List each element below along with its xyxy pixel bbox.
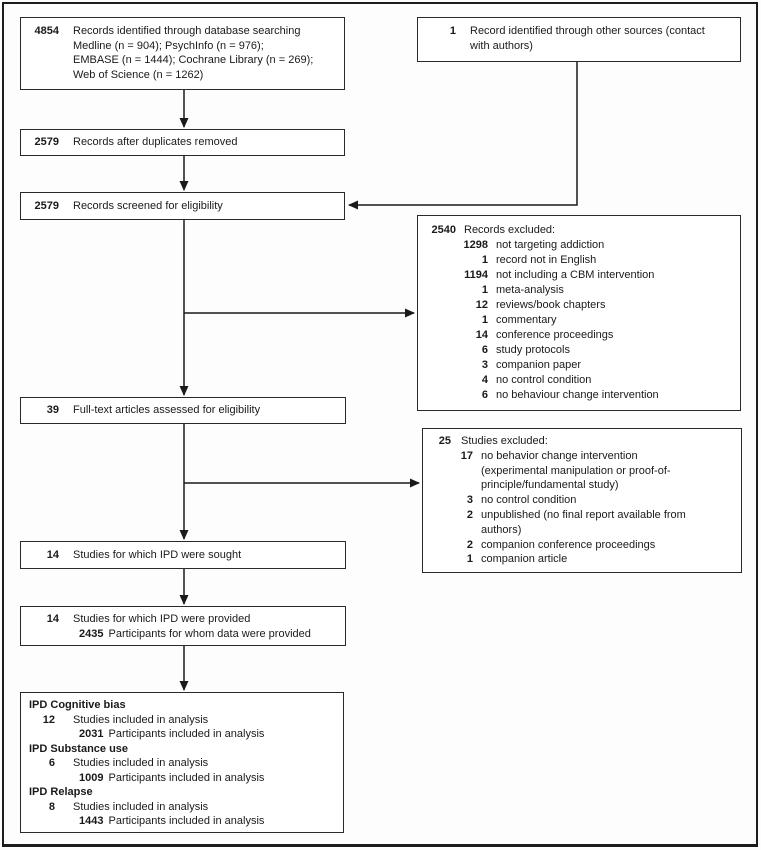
ipd-section-header: IPD Substance use — [29, 742, 129, 755]
fulltext-text: Full-text articles assessed for eligibil… — [73, 404, 261, 417]
records-excluded-count: 2540 — [431, 224, 456, 236]
ipd-section-header: IPD Cognitive bias — [29, 699, 126, 711]
duplicates-removed-count: 2579 — [34, 136, 59, 149]
records-identified-text: Records identified through database sear… — [73, 25, 314, 81]
box-ipd-analysis: IPD Cognitive bias 12 Studies included i… — [20, 692, 344, 833]
excluded-item: 2 companion conference proceedings — [466, 538, 656, 551]
studies-excluded-count: 25 — [438, 435, 451, 447]
excluded-item: 17 no behavior change intervention (expe… — [460, 449, 671, 492]
excluded-item: 4 no control condition — [481, 374, 592, 386]
records-identified-count: 4854 — [34, 25, 59, 37]
excluded-item: 1298 not targeting addiction — [463, 239, 605, 251]
box-studies-excluded: 25 Studies excluded: 17 no behavior chan… — [422, 428, 742, 573]
excluded-item: 3 no control condition — [466, 494, 577, 507]
fulltext-count: 39 — [46, 404, 59, 417]
ipd-sought-count: 14 — [46, 548, 59, 561]
other-sources-count: 1 — [449, 25, 456, 37]
records-screened-text: Records screened for eligibility — [73, 199, 223, 212]
duplicates-removed-text: Records after duplicates removed — [73, 136, 238, 149]
excluded-item: 3 companion paper — [481, 359, 582, 371]
studies-excluded-title: Studies excluded: — [461, 435, 548, 447]
excluded-item: 1 record not in English — [481, 254, 597, 266]
ipd-studies-row: 6 Studies included in analysis — [48, 757, 209, 769]
excluded-item: 6 no behaviour change intervention — [481, 389, 659, 401]
excluded-item: 1 companion article — [466, 553, 568, 566]
excluded-item: 12 reviews/book chapters — [475, 299, 606, 311]
ipd-sought-text: Studies for which IPD were sought — [73, 548, 242, 561]
records-screened-count: 2579 — [34, 199, 59, 212]
ipd-provided-text: Studies for which IPD were provided — [73, 613, 251, 625]
excluded-item: 1194 not including a CBM intervention — [464, 269, 655, 281]
excluded-item: 6 study protocols — [481, 344, 570, 356]
box-duplicates-removed: 2579 Records after duplicates removed — [20, 129, 345, 156]
excluded-item: 1 meta-analysis — [481, 284, 564, 296]
box-ipd-provided: 14 Studies for which IPD were provided 2… — [20, 606, 346, 646]
ipd-studies-row: 8 Studies included in analysis — [48, 800, 209, 813]
excluded-item: 1 commentary — [481, 314, 557, 326]
box-records-excluded: 2540 Records excluded: 1298 not targetin… — [417, 215, 741, 411]
box-records-identified: 4854 Records identified through database… — [20, 17, 345, 90]
box-records-screened: 2579 Records screened for eligibility — [20, 192, 345, 220]
box-fulltext-assessed: 39 Full-text articles assessed for eligi… — [20, 397, 346, 424]
records-excluded-title: Records excluded: — [464, 224, 556, 236]
excluded-item: 14 conference proceedings — [475, 329, 614, 341]
ipd-provided-count: 14 — [46, 613, 59, 625]
box-other-sources: 1 Record identified through other source… — [417, 17, 741, 62]
box-ipd-sought: 14 Studies for which IPD were sought — [20, 541, 346, 569]
ipd-section-header: IPD Relapse — [29, 786, 93, 798]
excluded-item: 2 unpublished (no final report available… — [466, 508, 686, 536]
ipd-studies-row: 12 Studies included in analysis — [42, 713, 209, 726]
other-sources-text: Record identified through other sources … — [470, 25, 705, 52]
